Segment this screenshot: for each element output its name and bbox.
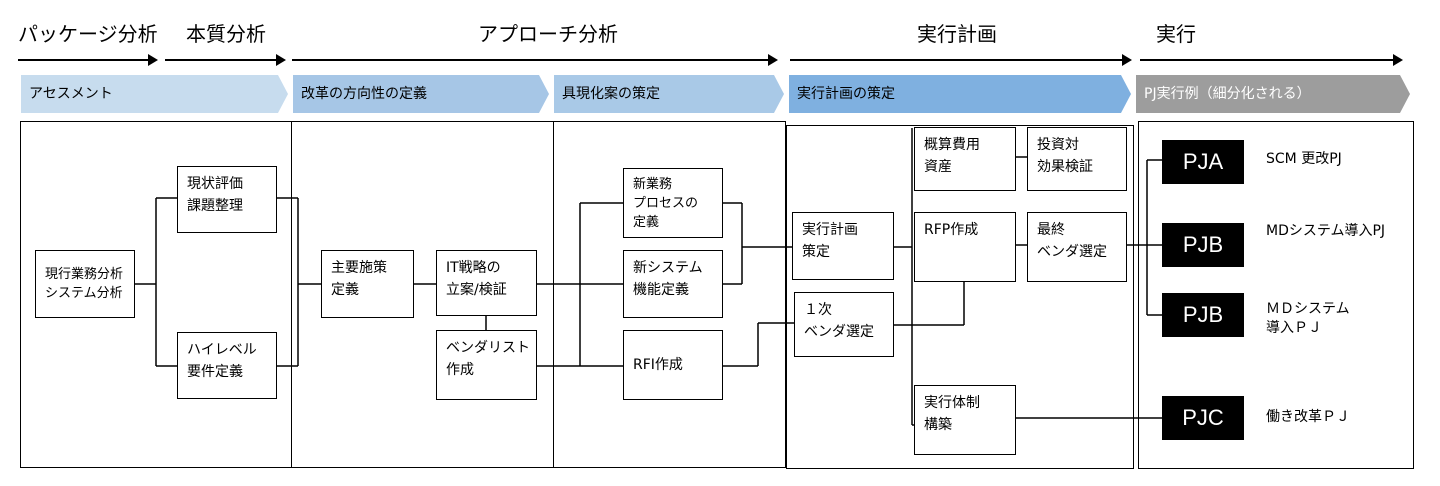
box-high-level: ハイレベル 要件定義 <box>177 332 277 399</box>
box-roi: 投資対 効果検証 <box>1027 127 1127 191</box>
chevron-direction: 改革の方向性の定義 <box>293 75 549 113</box>
box-final-vendor: 最終 ベンダ選定 <box>1027 212 1127 282</box>
arrow-head-icon <box>276 54 286 66</box>
phase-title-approach: アプローチ分析 <box>478 22 618 46</box>
box-plan-define: 実行計画 策定 <box>792 212 894 280</box>
box-org: 実行体制 構築 <box>914 385 1016 455</box>
box-new-system: 新システム 機能定義 <box>623 250 723 318</box>
panel-execution <box>1138 121 1414 469</box>
phase-arrow-approach <box>292 59 770 61</box>
chevron-execution: PJ実行例（細分化される） <box>1136 75 1410 113</box>
chevron-plan: 実行計画の策定 <box>789 75 1131 113</box>
box-new-process: 新業務 プロセスの 定義 <box>623 168 723 238</box>
project-badge-pjb: PJB <box>1162 223 1244 267</box>
chevron-embodiment: 具現化案の策定 <box>554 75 784 113</box>
project-badge-pjb-2: PJB <box>1162 293 1244 337</box>
box-current-eval: 現状評価 課題整理 <box>177 166 277 233</box>
arrow-head-icon <box>1122 54 1132 66</box>
phase-arrow-package <box>18 59 150 61</box>
arrow-head-icon <box>148 54 158 66</box>
panel-plan <box>786 125 1134 469</box>
panel-embodiment <box>553 121 786 468</box>
arrow-head-icon <box>1393 54 1403 66</box>
phase-title-plan: 実行計画 <box>917 22 997 46</box>
phase-title-exec: 実行 <box>1156 22 1196 46</box>
project-badge-pja: PJA <box>1162 140 1244 184</box>
project-badge-pjc: PJC <box>1162 396 1244 440</box>
box-vendor-list: ベンダリスト 作成 <box>436 330 537 400</box>
phase-title-essence: 本質分析 <box>186 22 266 46</box>
box-it-strategy: IT戦略の 立案/検証 <box>436 250 537 316</box>
project-label-pja: SCM 更改PJ <box>1266 151 1342 167</box>
box-rfi: RFI作成 <box>623 330 723 400</box>
project-label-pjb-2: ＭＤシステム 導入ＰＪ <box>1266 301 1350 336</box>
phase-arrow-essence <box>165 59 278 61</box>
box-first-vendor: １次 ベンダ選定 <box>794 292 894 357</box>
phase-arrow-exec <box>1140 59 1395 61</box>
chevron-assessment: アセスメント <box>21 75 288 113</box>
box-current-analysis: 現行業務分析 システム分析 <box>35 250 135 318</box>
arrow-head-icon <box>768 54 778 66</box>
project-label-pjb: MDシステム導入PJ <box>1266 223 1386 239</box>
project-label-pjc: 働き改革ＰＪ <box>1266 409 1350 425</box>
phase-arrow-plan <box>790 59 1124 61</box>
box-main-policy: 主要施策 定義 <box>321 250 414 318</box>
box-rfp: RFP作成 <box>914 212 1016 282</box>
phase-title-package: パッケージ分析 <box>18 22 158 46</box>
box-cost: 概算費用 資産 <box>914 127 1016 191</box>
